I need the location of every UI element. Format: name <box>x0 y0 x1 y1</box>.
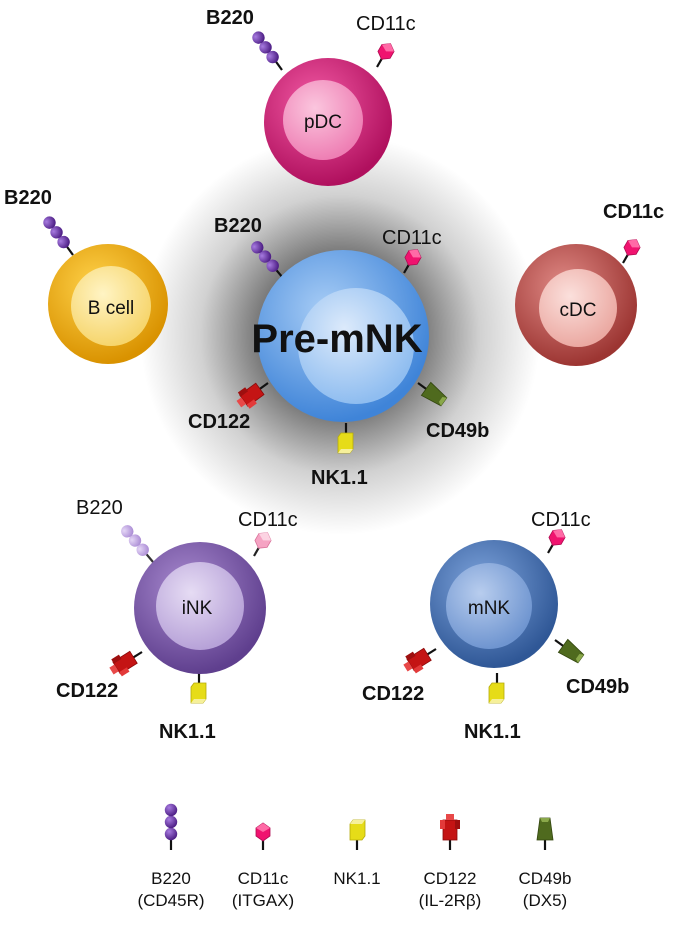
mnk-cd49b-label: CD49b <box>566 676 629 698</box>
legend-cd49b-alias: (DX5) <box>523 891 567 910</box>
legend-cd11c: CD11c (ITGAX) <box>232 821 294 910</box>
b-cell: B cell <box>39 212 168 364</box>
ink-nk11-marker <box>189 671 208 705</box>
premnk-cd11c-label: CD11c <box>382 227 442 249</box>
mnk-cell: mNK <box>399 525 587 705</box>
pdc-cd11c-label: CD11c <box>356 13 416 35</box>
ink-b220-label: B220 <box>76 497 123 519</box>
bcell-label: B cell <box>88 298 134 319</box>
legend-cd122-alias: (IL-2Rβ) <box>419 891 482 910</box>
premnk-label: Pre-mNK <box>251 317 422 361</box>
legend-nk11-icon <box>348 818 367 852</box>
legend-nk11-name: NK1.1 <box>333 869 380 888</box>
legend: B220 (CD45R) CD11c (ITGAX) NK1.1 CD122 (… <box>137 802 572 910</box>
bcell-b220-label: B220 <box>4 187 52 209</box>
pdc-b220-label: B220 <box>206 7 254 29</box>
legend-cd122: CD122 (IL-2Rβ) <box>419 812 482 910</box>
mnk-nk11-marker <box>487 671 506 705</box>
mnk-nk11-label: NK1.1 <box>464 721 521 743</box>
legend-cd11c-name: CD11c <box>238 869 289 888</box>
ink-nk11-label: NK1.1 <box>159 721 216 743</box>
pdc-cell: pDC <box>248 27 398 186</box>
cdc-cd11c-label: CD11c <box>603 201 664 223</box>
mnk-cd122-label: CD122 <box>362 683 424 705</box>
ink-cd122-label: CD122 <box>56 680 118 702</box>
bcell-b220-marker <box>39 212 80 260</box>
premnk-b220-label: B220 <box>214 215 262 237</box>
pdc-label: pDC <box>304 112 342 133</box>
mnk-label: mNK <box>468 598 511 619</box>
cdc-cell: cDC <box>515 235 644 366</box>
legend-cd49b: CD49b (DX5) <box>519 816 572 910</box>
legend-cd11c-alias: (ITGAX) <box>232 891 294 910</box>
cdc-cd11c-marker <box>615 235 644 268</box>
mnk-cd49b-marker <box>549 632 587 667</box>
cdc-label: cDC <box>560 300 597 321</box>
legend-b220: B220 (CD45R) <box>137 802 205 910</box>
ink-cd11c-label: CD11c <box>238 509 298 531</box>
legend-b220-name: B220 <box>151 869 191 888</box>
ink-b220-marker <box>117 521 159 568</box>
premnk-cd122-label: CD122 <box>188 411 250 433</box>
legend-cd49b-icon <box>535 816 555 852</box>
premnk-cd49b-label: CD49b <box>426 420 489 442</box>
legend-nk11: NK1.1 <box>333 818 381 888</box>
legend-b220-alias: (CD45R) <box>137 891 204 910</box>
mnk-cd122-marker <box>399 639 443 678</box>
legend-b220-icon <box>163 802 179 852</box>
pdc-b220-marker <box>248 27 289 75</box>
ink-cd122-marker <box>105 642 149 681</box>
premnk-nk11-label: NK1.1 <box>311 467 368 489</box>
ink-cell: iNK <box>105 521 275 705</box>
legend-cd49b-name: CD49b <box>519 869 572 888</box>
pdc-cd11c-marker <box>369 39 398 72</box>
ink-label: iNK <box>182 598 213 619</box>
ink-cd11c-marker <box>246 528 275 561</box>
legend-cd122-name: CD122 <box>424 869 477 888</box>
mnk-cd11c-label: CD11c <box>531 509 591 531</box>
premnk-cell <box>231 237 450 455</box>
legend-cd122-icon <box>438 812 462 852</box>
legend-cd11c-icon <box>254 821 272 852</box>
